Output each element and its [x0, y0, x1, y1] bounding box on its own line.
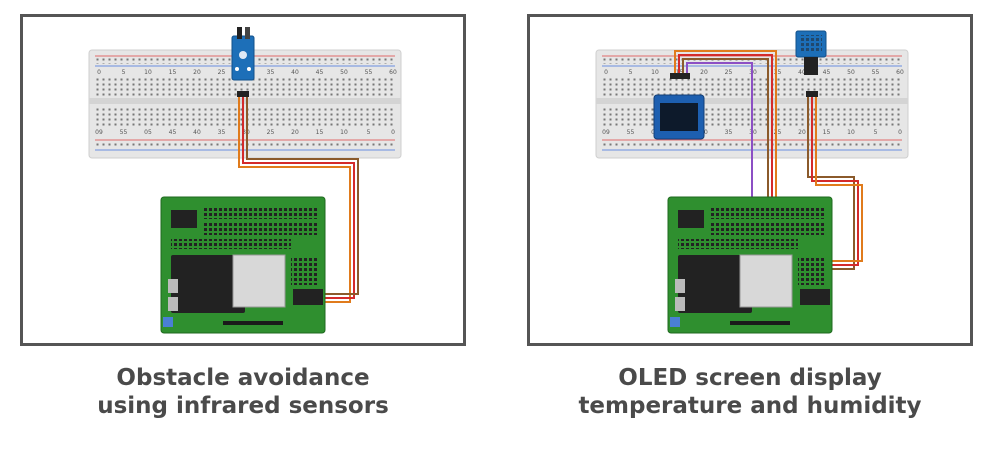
breadboard-number: 0 — [391, 129, 395, 136]
breadboard-number: 55 — [120, 129, 128, 136]
caption-oled-dht: OLED screen display temperature and humi… — [527, 364, 973, 420]
caption-line: using infrared sensors — [97, 393, 389, 419]
breadboard-number: 25 — [774, 129, 782, 136]
breadboard-number: 35 — [774, 69, 782, 76]
breadboard-number: 40 — [193, 129, 201, 136]
breadboard-number: 45 — [316, 69, 324, 76]
breadboard-number: 05 — [144, 129, 152, 136]
breadboard-number: 15 — [316, 129, 324, 136]
breadboard-number: 15 — [169, 69, 177, 76]
breadboard-number: 5 — [629, 69, 633, 76]
breadboard-number: 5 — [122, 69, 126, 76]
breadboard-number: 35 — [218, 129, 226, 136]
breadboard-number: 0 — [97, 69, 101, 76]
breadboard-number: 20 — [193, 69, 201, 76]
oled-display-module — [653, 73, 705, 140]
esp32-shield-board — [667, 196, 833, 334]
wires-ir — [238, 95, 359, 303]
breadboard-header-pins — [806, 91, 818, 97]
breadboard-number: 5 — [874, 129, 878, 136]
breadboard-number: 15 — [823, 129, 831, 136]
breadboard-number: 35 — [267, 69, 275, 76]
breadboard-number: 0 — [604, 69, 608, 76]
breadboard-number: 40 — [291, 69, 299, 76]
breadboard-header-pins — [237, 91, 249, 97]
breadboard-number: 55 — [627, 129, 635, 136]
breadboard-number: 30 — [749, 129, 757, 136]
breadboard-number: 50 — [847, 69, 855, 76]
caption-line: Obstacle avoidance — [116, 365, 370, 391]
breadboard-number: 55 — [872, 69, 880, 76]
wires-oled-dht — [674, 50, 863, 270]
caption-ir-obstacle: Obstacle avoidance using infrared sensor… — [20, 364, 466, 420]
breadboard-number: 40 — [798, 69, 806, 76]
breadboard-number: 10 — [144, 69, 152, 76]
breadboard-number: 60 — [389, 69, 397, 76]
breadboard-number: 09 — [602, 129, 610, 136]
breadboard-number: 20 — [700, 69, 708, 76]
breadboard-number: 30 — [749, 69, 757, 76]
breadboard-number: 60 — [896, 69, 904, 76]
breadboard-number: 45 — [169, 129, 177, 136]
breadboard-number: 0 — [898, 129, 902, 136]
breadboard-number: 10 — [651, 69, 659, 76]
breadboard-number: 20 — [798, 129, 806, 136]
breadboard-number: 35 — [725, 129, 733, 136]
ir-sensor-module — [231, 27, 255, 81]
breadboard-number: 20 — [291, 129, 299, 136]
breadboard-number: 5 — [367, 129, 371, 136]
breadboard-number: 50 — [340, 69, 348, 76]
breadboard-number: 25 — [725, 69, 733, 76]
breadboard-number: 09 — [95, 129, 103, 136]
caption-line: OLED screen display — [618, 365, 882, 391]
dht-sensor-module — [795, 30, 827, 75]
caption-line: temperature and humidity — [578, 393, 922, 419]
esp32-shield-board — [160, 196, 326, 334]
breadboard-number: 25 — [267, 129, 275, 136]
breadboard-number: 10 — [847, 129, 855, 136]
breadboard-number: 25 — [218, 69, 226, 76]
breadboard-number: 10 — [340, 129, 348, 136]
breadboard-number: 55 — [365, 69, 373, 76]
breadboard-number: 45 — [823, 69, 831, 76]
